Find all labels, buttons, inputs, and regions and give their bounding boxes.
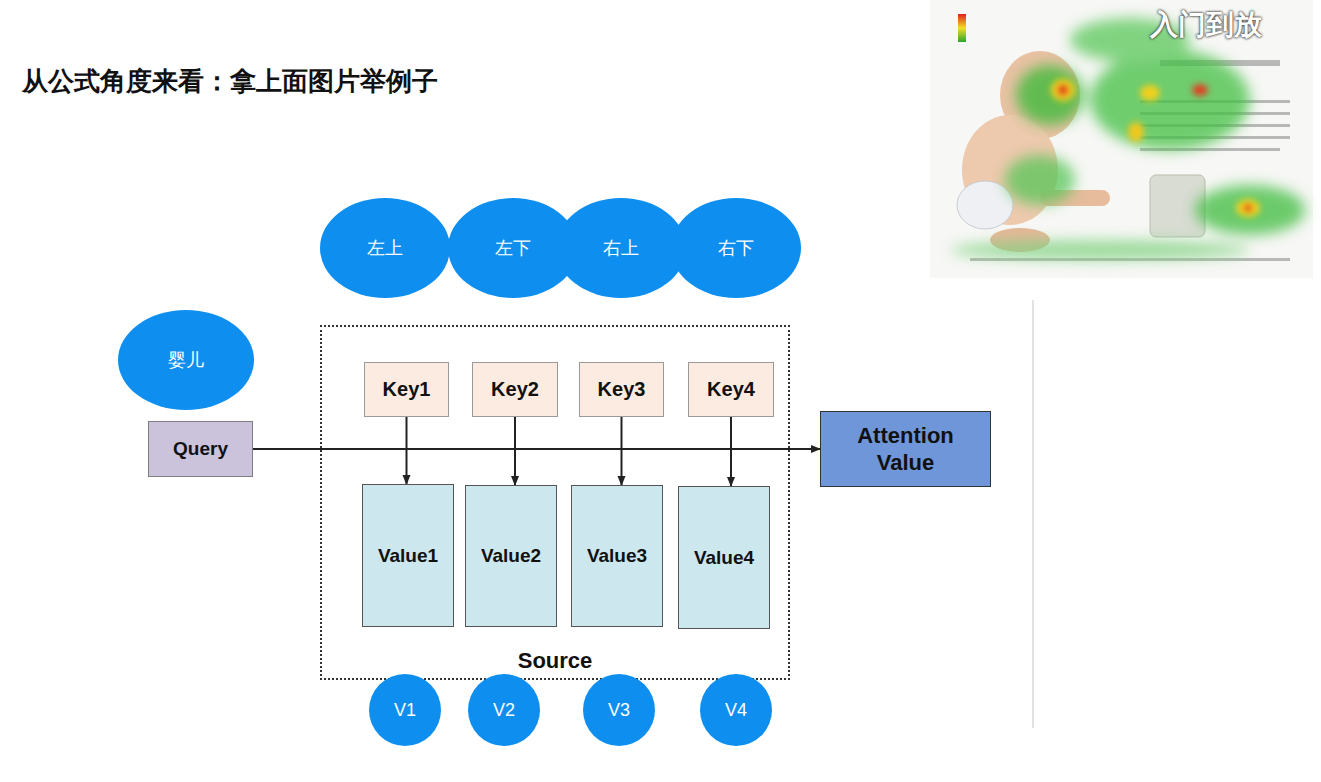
ellipse-fill (671, 198, 801, 298)
heat-spot (1243, 204, 1253, 212)
heat-hotspots (1051, 79, 1260, 217)
value-box: Value3 (571, 485, 663, 627)
node-text: 左上 (367, 237, 403, 260)
value-circle: V1 (369, 674, 441, 746)
heat-blob (1195, 185, 1305, 235)
value-box: Value1 (362, 484, 454, 627)
node-text: V4 (725, 699, 747, 722)
heat-spot (1236, 199, 1260, 217)
ellipse-fill (369, 674, 441, 746)
arrow-connector (730, 417, 732, 486)
arrow-connector (621, 417, 623, 485)
text-holder: V3 (583, 674, 655, 746)
node-text: V1 (394, 699, 416, 722)
divider-line (1032, 300, 1034, 728)
text-holder: Attention Value (821, 412, 990, 486)
node-text: Value4 (694, 546, 754, 570)
ellipse-fill (583, 674, 655, 746)
node-text: 右下 (718, 237, 754, 260)
text-holder: Value1 (363, 485, 453, 626)
heat-blob (1016, 65, 1084, 125)
key-box: Key3 (579, 362, 664, 417)
watermark: 入门到放 (1150, 6, 1262, 44)
node-text: Attention Value (841, 422, 971, 477)
node-text: Key2 (491, 377, 539, 402)
value-box: Value4 (678, 486, 770, 629)
node-text: 婴儿 (168, 349, 204, 372)
text-holder: Value4 (679, 487, 769, 628)
ellipse-fill (556, 198, 686, 298)
node-text: Source (518, 647, 593, 675)
concept-ellipse: 婴儿 (118, 310, 254, 410)
arrow-connector (514, 417, 516, 485)
text-holder: Query (149, 422, 252, 476)
key-box: Key4 (688, 362, 774, 417)
node-text: 左下 (495, 237, 531, 260)
node-text: Key3 (598, 377, 646, 402)
text-holder: Key3 (580, 363, 663, 416)
node-text: Value1 (378, 544, 438, 568)
heat-spot (1128, 122, 1144, 142)
value-circle: V3 (583, 674, 655, 746)
key-box: Key1 (364, 362, 449, 417)
source-group: Source Key1 Key2 Key3 Key4Value1 Value2 Value3… (320, 325, 790, 680)
text-holder: 右下 (671, 198, 801, 298)
query-box: Query (148, 421, 253, 477)
heat-blob (950, 240, 1250, 260)
key-box: Key2 (472, 362, 558, 417)
heat-spot (1140, 85, 1160, 101)
node-text: V2 (493, 699, 515, 722)
text-holder: V1 (369, 674, 441, 746)
text-holder: Key2 (473, 363, 557, 416)
heat-blob (1090, 50, 1250, 150)
node-text: V3 (608, 699, 630, 722)
heatmap-photo (930, 0, 1313, 278)
text-holder: 左上 (320, 198, 450, 298)
text-holder: Key1 (365, 363, 448, 416)
node-text: Query (173, 437, 228, 461)
concept-ellipse: 左上 (320, 198, 450, 298)
ellipse-fill (468, 674, 540, 746)
arrow-connector (406, 417, 408, 484)
ellipse-fill (118, 310, 254, 410)
attention-value-box: Attention Value (820, 411, 991, 487)
text-holder: 婴儿 (118, 310, 254, 410)
text-holder: Value2 (466, 486, 556, 626)
node-text: Key1 (383, 377, 431, 402)
heat-spot (1051, 79, 1075, 101)
value-circle: V4 (700, 674, 772, 746)
concept-ellipse: 右下 (671, 198, 801, 298)
value-box: Value2 (465, 485, 557, 627)
arrow-connector (253, 448, 820, 450)
node-text: Value2 (481, 544, 541, 568)
ellipse-fill (320, 198, 450, 298)
text-holder: 右上 (556, 198, 686, 298)
node-text: Key4 (707, 377, 755, 402)
concept-ellipse: 右上 (556, 198, 686, 298)
node-text: 右上 (603, 237, 639, 260)
slide-title: 从公式角度来看：拿上面图片举例子 (22, 64, 438, 99)
node-text: Value3 (587, 544, 647, 568)
ellipse-fill (700, 674, 772, 746)
text-holder: Value3 (572, 486, 662, 626)
heat-spot (1057, 84, 1069, 96)
text-holder: Key4 (689, 363, 773, 416)
heat-scale (958, 14, 966, 42)
heat-blob (1005, 155, 1075, 205)
heat-blobs (950, 18, 1305, 260)
value-circle: V2 (468, 674, 540, 746)
baby-diaper (957, 181, 1013, 229)
heat-spot (1192, 84, 1208, 96)
text-holder: V2 (468, 674, 540, 746)
text-holder: V4 (700, 674, 772, 746)
